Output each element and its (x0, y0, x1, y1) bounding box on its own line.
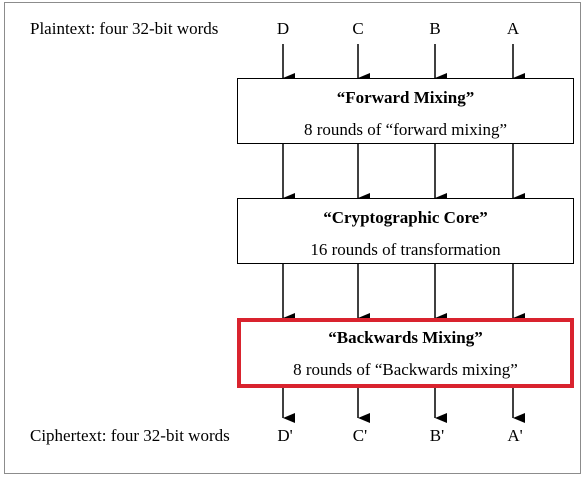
diagram-frame (4, 2, 581, 474)
forward-mixing-title: “Forward Mixing” (336, 88, 475, 107)
forward-mixing-box: “Forward Mixing” 8 rounds of “forward mi… (237, 78, 574, 144)
output-word-b: B' (429, 426, 445, 445)
cryptographic-core-subtitle: 16 rounds of transformation (310, 240, 501, 259)
cryptographic-core-box: “Cryptographic Core” 16 rounds of transf… (237, 198, 574, 264)
cryptographic-core-title: “Cryptographic Core” (323, 208, 488, 227)
input-word-d: D (276, 19, 290, 38)
input-word-c: C (352, 19, 364, 38)
backwards-mixing-subtitle: 8 rounds of “Backwards mixing” (293, 360, 518, 379)
plaintext-label: Plaintext: four 32-bit words (30, 19, 219, 38)
input-word-b: B (429, 19, 441, 38)
output-word-a: A' (507, 426, 523, 445)
input-word-a: A (506, 19, 520, 38)
output-word-c: C' (352, 426, 368, 445)
forward-mixing-subtitle: 8 rounds of “forward mixing” (303, 120, 507, 139)
ciphertext-label: Ciphertext: four 32-bit words (30, 426, 230, 445)
output-word-d: D' (277, 426, 293, 445)
backwards-mixing-box: “Backwards Mixing” 8 rounds of “Backward… (237, 318, 574, 388)
backwards-mixing-title: “Backwards Mixing” (328, 328, 483, 347)
